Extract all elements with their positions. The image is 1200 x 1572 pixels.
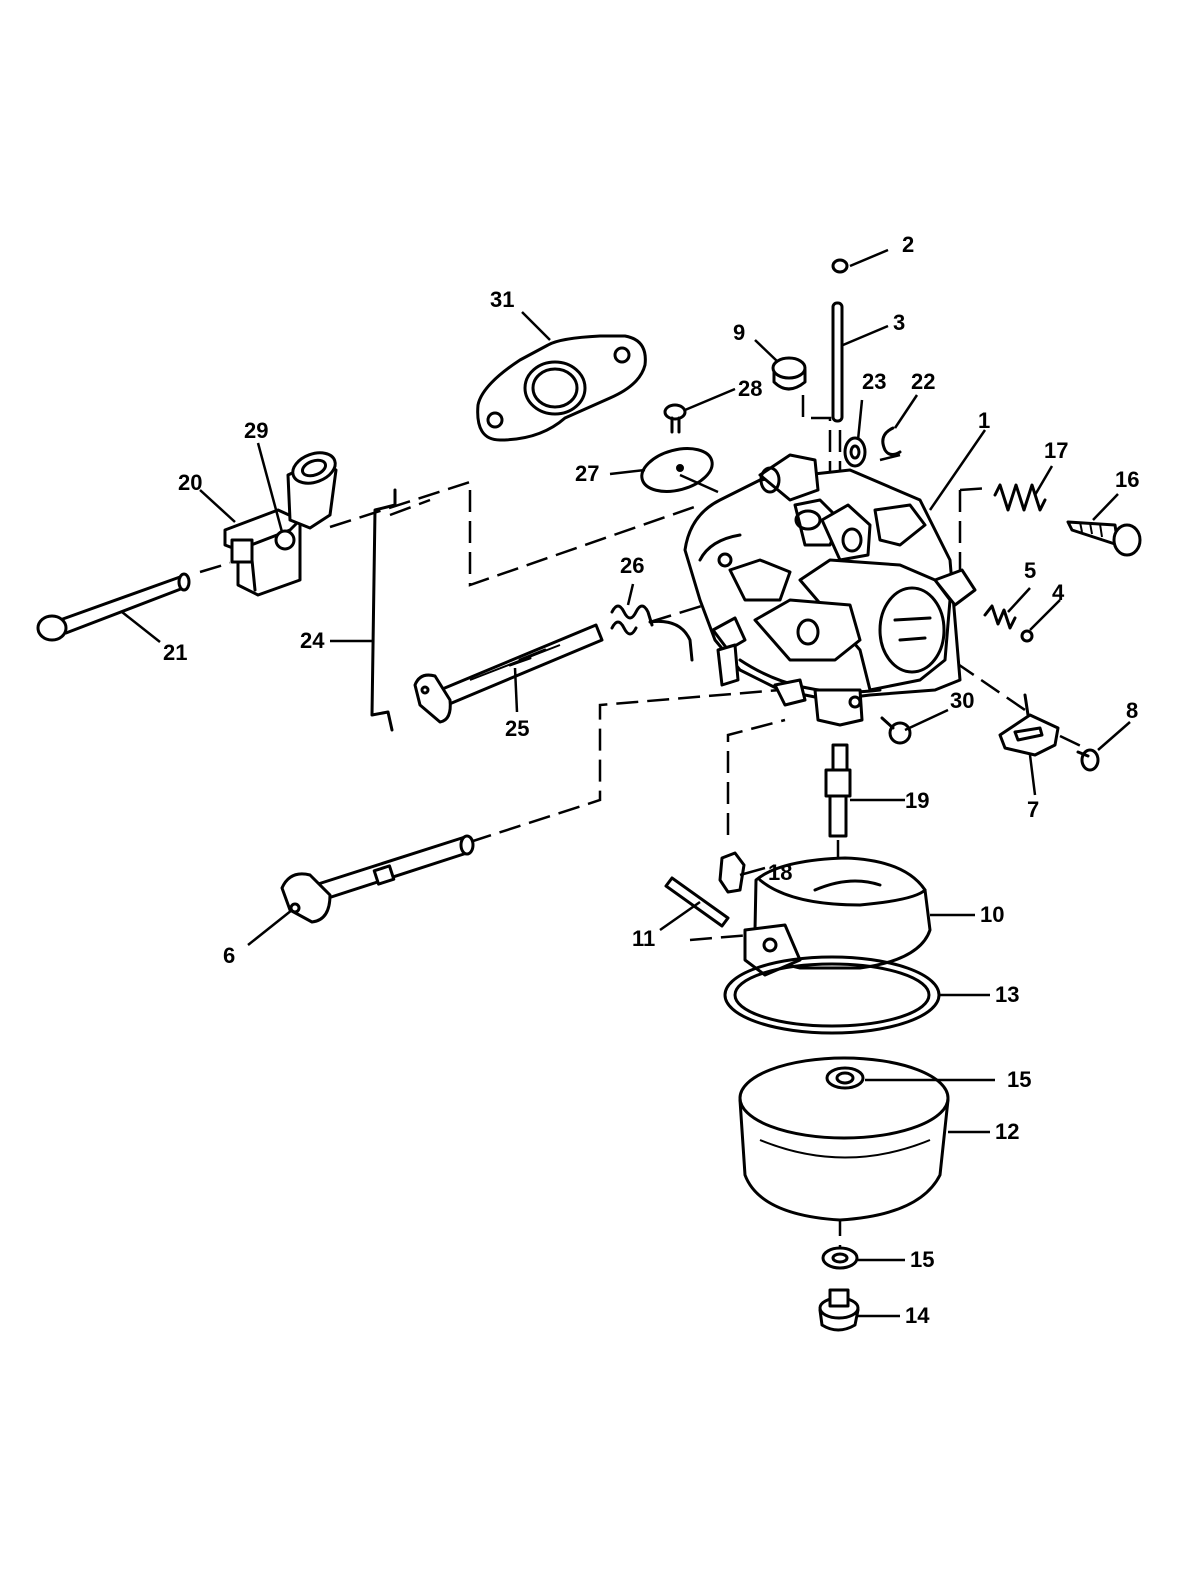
callout-20: 20 — [178, 470, 202, 495]
assembly-dashed-lines — [199, 395, 1086, 1255]
callout-29: 29 — [244, 418, 268, 443]
part-7-choke-plate — [998, 693, 1060, 757]
part-31-gasket — [476, 334, 647, 442]
part-30-screw — [880, 716, 912, 745]
callout-31: 31 — [490, 287, 514, 312]
callout-11: 11 — [632, 926, 655, 951]
callout-23: 23 — [862, 369, 886, 394]
callout-16: 16 — [1115, 467, 1139, 492]
callout-5: 5 — [1024, 558, 1036, 583]
callout-17: 17 — [1044, 438, 1068, 463]
part-9-plug — [771, 356, 807, 391]
part-19-needle — [824, 743, 852, 838]
callout-15-bottom: 15 — [910, 1247, 934, 1272]
part-21-pin — [36, 572, 191, 642]
callout-30: 30 — [950, 688, 974, 713]
callout-28: 28 — [738, 376, 762, 401]
part-22-clip — [881, 426, 902, 457]
part-27-disk — [640, 447, 714, 493]
part-15-washer-top — [825, 1066, 865, 1090]
callout-4: 4 — [1052, 580, 1065, 605]
callout-27: 27 — [575, 461, 599, 486]
part-16-needle-screw — [1066, 520, 1142, 557]
part-20-bracket — [223, 508, 302, 597]
callout-26: 26 — [620, 553, 644, 578]
part-6-shaft — [280, 834, 475, 924]
callout-10: 10 — [980, 902, 1004, 927]
callout-19: 19 — [905, 788, 929, 813]
part-11-pin — [664, 876, 730, 928]
part-29-fitting — [274, 451, 338, 551]
part-14-drain-plug — [818, 1288, 860, 1332]
callout-13: 13 — [995, 982, 1019, 1007]
part-1-carburetor-body — [683, 453, 977, 727]
part-4-ball — [1020, 629, 1034, 643]
part-24-rod — [370, 488, 397, 732]
callout-6: 6 — [223, 943, 235, 968]
callout-1: 1 — [978, 408, 990, 433]
part-15-washer-bottom — [821, 1246, 859, 1270]
part-12-bowl — [738, 1056, 950, 1222]
callout-25: 25 — [505, 716, 529, 741]
part-23-washer — [843, 436, 867, 468]
callout-3: 3 — [893, 310, 905, 335]
part-18-valve — [718, 851, 746, 894]
part-17-spring — [993, 483, 1047, 512]
part-13-gasket — [723, 955, 941, 1035]
callout-18: 18 — [768, 860, 792, 885]
callout-12: 12 — [995, 1119, 1019, 1144]
callout-2: 2 — [902, 232, 914, 257]
part-5-spring — [983, 604, 1017, 630]
callout-15-top: 15 — [1007, 1067, 1031, 1092]
part-10-float — [743, 856, 932, 977]
callout-7: 7 — [1027, 797, 1039, 822]
callout-14: 14 — [905, 1303, 930, 1328]
part-25-shaft — [413, 623, 604, 724]
part-26-spring — [610, 604, 694, 662]
callout-22: 22 — [911, 369, 935, 394]
part-3-shaft — [831, 301, 844, 423]
callout-8: 8 — [1126, 698, 1138, 723]
leader-lines — [121, 248, 1131, 1318]
callout-21: 21 — [163, 640, 187, 665]
callout-24: 24 — [300, 628, 325, 653]
part-2-nut — [831, 258, 849, 274]
part-8-screw — [1076, 748, 1100, 772]
part-28-screw — [663, 403, 687, 434]
callout-9: 9 — [733, 320, 745, 345]
callout-labels: 1 2 3 4 5 6 7 8 9 10 11 12 13 14 15 15 1… — [163, 232, 1139, 1328]
